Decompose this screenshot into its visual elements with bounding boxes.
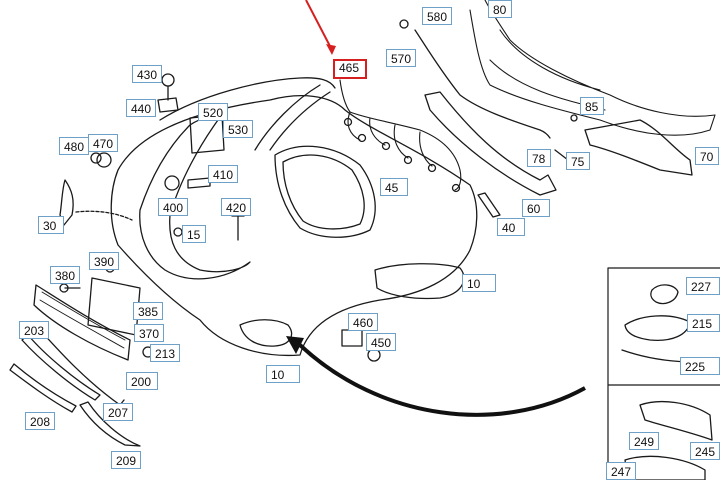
part-label-530[interactable]: 530 — [223, 120, 253, 138]
clip-440 — [157, 97, 179, 113]
trim-203 — [21, 334, 101, 401]
lower-intake — [374, 263, 465, 300]
grille-inner — [282, 154, 365, 230]
cable — [414, 29, 551, 139]
part-label-570[interactable]: 570 — [386, 49, 416, 67]
part-label-460[interactable]: 460 — [348, 313, 378, 331]
clip-15 — [173, 227, 183, 237]
part-label-213[interactable]: 213 — [150, 344, 180, 362]
bracket-70 — [584, 119, 693, 176]
part-label-10a[interactable]: 10 — [462, 274, 496, 292]
sensor-470 — [96, 152, 112, 168]
part-label-70[interactable]: 70 — [695, 147, 719, 165]
part-label-400[interactable]: 400 — [158, 198, 188, 216]
lower-grille-inner — [39, 291, 126, 349]
part-label-209[interactable]: 209 — [111, 451, 141, 469]
lower-grille — [33, 284, 131, 361]
highlight-arrow — [305, 0, 333, 51]
part-227 — [650, 284, 679, 305]
part-label-85[interactable]: 85 — [580, 97, 604, 115]
clip-410 — [187, 177, 211, 189]
part-label-227[interactable]: 227 — [686, 277, 720, 295]
fog-opening — [239, 319, 293, 347]
part-label-45[interactable]: 45 — [380, 178, 408, 196]
part-label-420[interactable]: 420 — [221, 198, 251, 216]
part-label-60[interactable]: 60 — [522, 199, 550, 217]
part-label-385[interactable]: 385 — [133, 302, 163, 320]
part-label-203[interactable]: 203 — [19, 321, 49, 339]
bracket-460 — [341, 329, 363, 347]
part-label-207[interactable]: 207 — [103, 403, 133, 421]
part-label-450[interactable]: 450 — [366, 333, 396, 351]
part-247 — [624, 455, 706, 480]
part-label-75[interactable]: 75 — [566, 152, 590, 170]
grille-opening — [274, 145, 376, 238]
part-label-78[interactable]: 78 — [527, 149, 551, 167]
part-label-208[interactable]: 208 — [25, 412, 55, 430]
clip-78 — [554, 149, 569, 161]
part-label-10b[interactable]: 10 — [266, 365, 300, 383]
part-label-430[interactable]: 430 — [132, 65, 162, 83]
part-label-15[interactable]: 15 — [182, 225, 206, 243]
part-label-580[interactable]: 580 — [422, 7, 452, 25]
part-label-440[interactable]: 440 — [126, 99, 156, 117]
clip-85 — [570, 114, 578, 122]
detail-inset-frame — [607, 267, 720, 480]
part-label-470[interactable]: 470 — [88, 134, 118, 152]
part-label-465[interactable]: 465 — [333, 59, 367, 79]
strap-30 — [75, 210, 133, 221]
carrier-bracket — [424, 91, 557, 196]
part-label-215[interactable]: 215 — [687, 314, 720, 332]
part-label-520[interactable]: 520 — [198, 103, 228, 121]
trim-209 — [79, 401, 141, 447]
part-label-30[interactable]: 30 — [38, 216, 64, 234]
strip-40 — [477, 192, 501, 218]
bumper-cover-outline — [110, 95, 478, 357]
part-label-245[interactable]: 245 — [690, 442, 720, 460]
part-label-80[interactable]: 80 — [488, 0, 512, 18]
part-label-225[interactable]: 225 — [680, 357, 720, 375]
part-245 — [639, 400, 713, 441]
trim-208 — [9, 363, 77, 413]
bracket-30 — [59, 179, 74, 226]
part-label-247[interactable]: 247 — [606, 462, 636, 480]
clip-580 — [399, 19, 409, 29]
direction-arrow — [298, 343, 586, 417]
wiring-harness — [339, 79, 462, 191]
bolt-430 — [161, 73, 175, 87]
part-label-40[interactable]: 40 — [497, 218, 525, 236]
bolt-420 — [231, 213, 245, 241]
part-label-480[interactable]: 480 — [59, 137, 89, 155]
part-label-390[interactable]: 390 — [89, 252, 119, 270]
part-label-200[interactable]: 200 — [126, 372, 158, 390]
part-label-249[interactable]: 249 — [629, 432, 659, 450]
part-label-380[interactable]: 380 — [50, 266, 80, 284]
part-label-410[interactable]: 410 — [208, 165, 238, 183]
bumper-upper-edge — [159, 77, 336, 121]
part-215 — [624, 315, 691, 341]
upper-trim — [254, 84, 331, 151]
part-label-370[interactable]: 370 — [134, 324, 164, 342]
clip-400 — [164, 175, 180, 191]
